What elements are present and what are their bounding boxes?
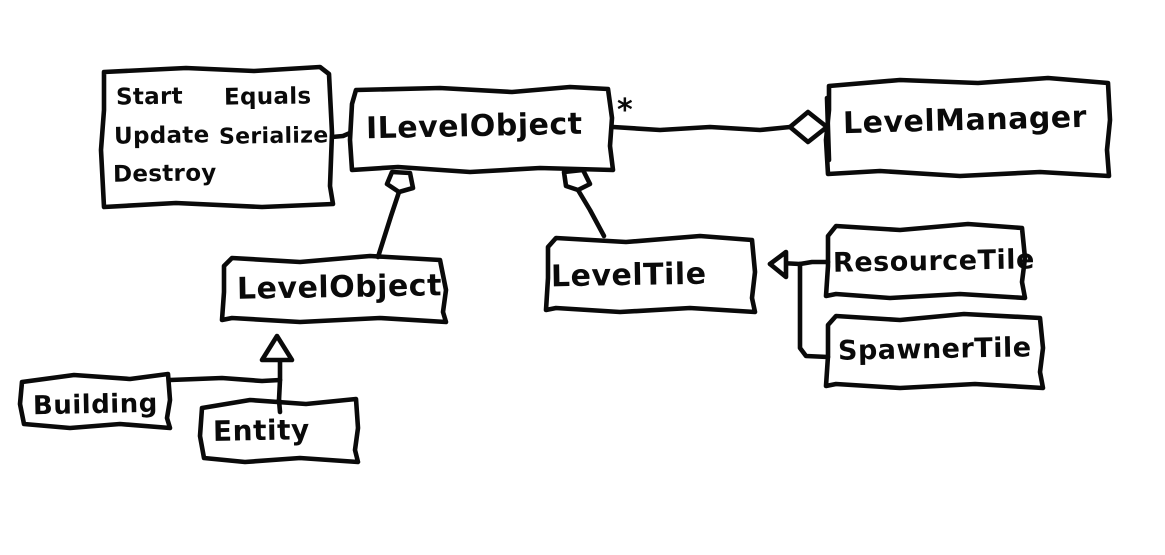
leveltile-box-shape — [543, 233, 758, 315]
generalization-arrow-levelobject-bottom — [259, 333, 295, 363]
spawnertile-box-shape — [823, 311, 1046, 391]
ilevelobject-box-shape — [347, 84, 616, 175]
multiplicity-star-label: * — [617, 93, 633, 128]
entity-box-shape — [197, 396, 361, 465]
method-label-serialize: Serialize — [218, 123, 329, 150]
generalization-line-building — [167, 375, 283, 384]
methods-box-shape — [98, 64, 336, 210]
levelmanager-edge-tick — [824, 95, 832, 163]
generalization-line-entity — [276, 357, 283, 403]
generalization-arrow-leveltile — [561, 167, 593, 193]
method-label-update: Update — [113, 122, 210, 150]
generalization-line-levelobject — [375, 189, 402, 260]
generalization-arrow-levelobject — [384, 169, 416, 195]
resourcetile-box-shape — [823, 221, 1028, 301]
aggregation-diamond — [787, 109, 830, 145]
method-label-destroy: Destroy — [112, 160, 217, 188]
method-label-equals: Equals — [223, 83, 312, 111]
note-link-line — [329, 130, 353, 140]
generalization-line-leveltile — [575, 187, 607, 239]
method-label-start: Start — [115, 83, 184, 111]
aggregation-line — [610, 124, 793, 133]
generalization-riser-entity — [276, 397, 283, 415]
levelobject-box-shape — [219, 253, 449, 325]
generalization-line-spawnertile — [797, 261, 831, 360]
building-box-shape — [17, 371, 173, 431]
generalization-line-resourcetile — [797, 259, 831, 267]
levelmanager-box-shape — [823, 75, 1113, 179]
generalization-arrow-leveltile-right — [767, 249, 789, 280]
